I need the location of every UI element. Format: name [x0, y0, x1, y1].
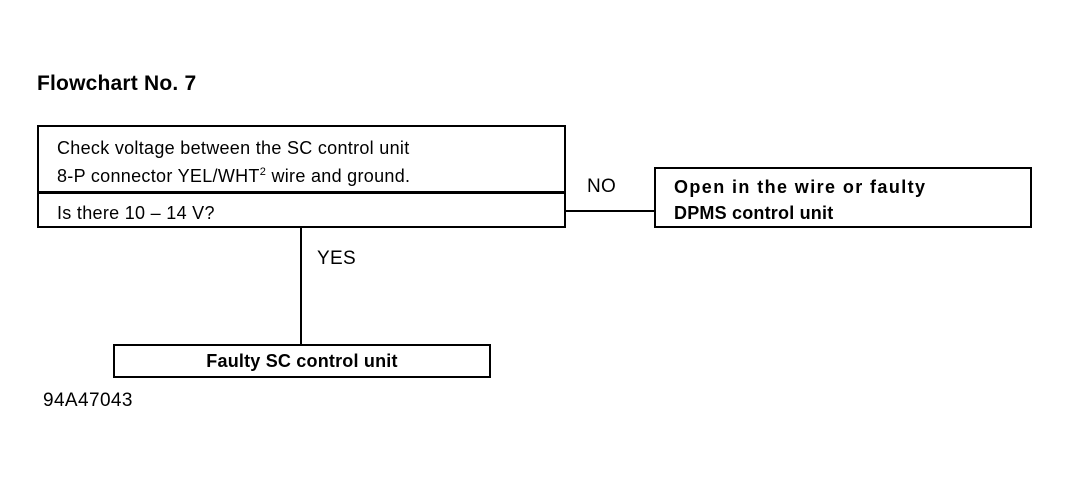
result-node-no: Open in the wire or faulty DPMS control …	[654, 167, 1032, 228]
wire-label-prefix: 8-P connector YEL/WHT	[57, 166, 260, 186]
result-yes-text: Faulty SC control unit	[206, 350, 398, 371]
yes-branch-connector-line	[300, 228, 302, 345]
page-title: Flowchart No. 7	[37, 72, 197, 95]
no-branch-label: NO	[587, 176, 617, 197]
decision-statement: Check voltage between the SC control uni…	[39, 127, 564, 194]
no-branch-connector-line	[566, 210, 656, 212]
decision-question: Is there 10 – 14 V?	[39, 194, 564, 226]
result-no-line-2: DPMS control unit	[674, 203, 834, 223]
result-no-line-1: Open in the wire or faulty	[674, 177, 927, 197]
figure-code: 94A47043	[43, 390, 133, 411]
yes-branch-label: YES	[317, 248, 356, 269]
decision-question-text: Is there 10 – 14 V?	[57, 203, 215, 223]
wire-label-superscript: 2	[259, 166, 267, 178]
wire-label-suffix: wire and ground.	[266, 166, 411, 186]
decision-node: Check voltage between the SC control uni…	[37, 125, 566, 228]
result-node-yes: Faulty SC control unit	[113, 344, 491, 378]
decision-statement-line-1: Check voltage between the SC control uni…	[57, 138, 410, 158]
decision-statement-line-2: 8-P connector YEL/WHT2 wire and ground.	[57, 162, 564, 190]
